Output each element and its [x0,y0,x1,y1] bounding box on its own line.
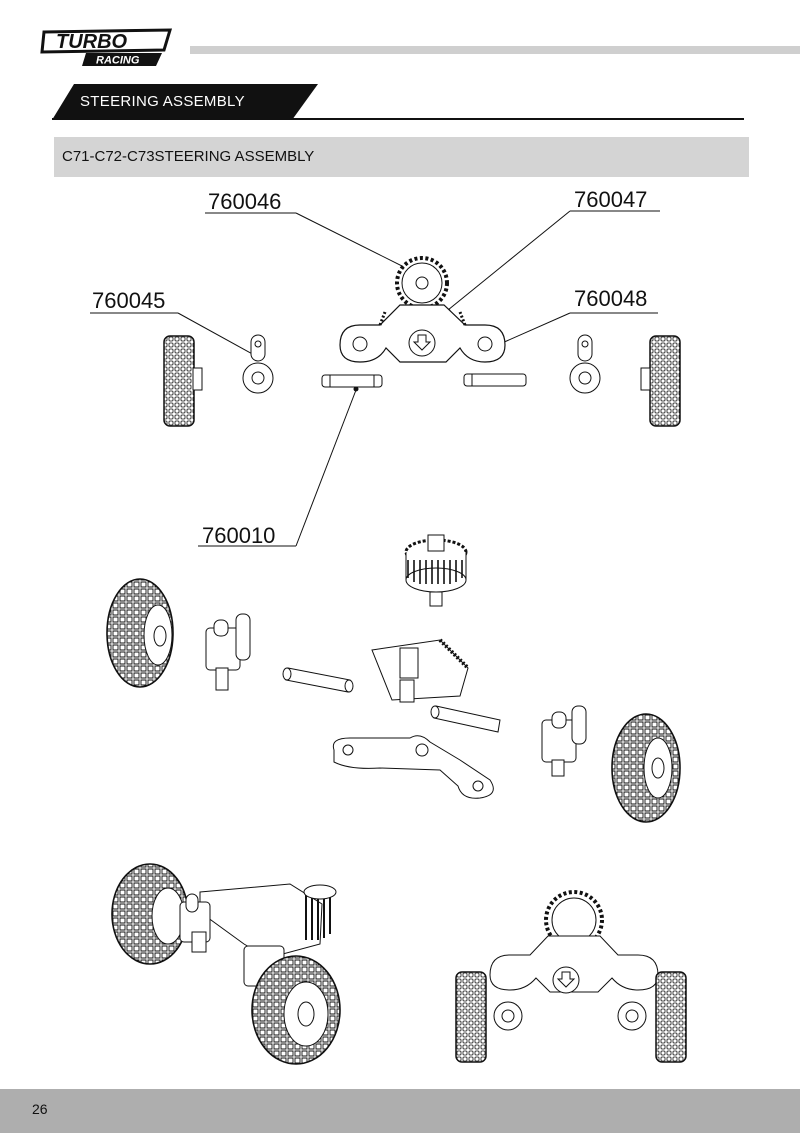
iso-wheel-right [611,713,681,823]
iso-pin-right [430,705,501,733]
iso-pin-left [282,667,354,693]
part-label-760046: 760046 [205,189,414,274]
part-label-760048: 760048 [490,286,658,350]
page-number: 26 [32,1101,48,1117]
iso-sector-gear [371,638,470,703]
wheel-part-right [640,335,681,427]
section-underline [52,118,744,120]
svg-text:760047: 760047 [574,187,647,212]
turbo-racing-logo: TURBO RACING [36,26,176,70]
wheel-part-left [163,335,203,427]
svg-text:760046: 760046 [208,189,281,214]
spur-gear-part [395,256,449,310]
part-label-760047: 760047 [445,187,660,314]
section-title: STEERING ASSEMBLY [80,93,245,110]
logo-word-racing: RACING [96,55,140,67]
logo-word-turbo: TURBO [56,31,128,53]
pin-part-left [321,374,383,388]
part-label-760045: 760045 [90,288,260,360]
iso-knuckle-left [205,613,251,691]
knuckle-part-right [569,334,601,394]
steering-assembly-diagram: 760046 760047 760045 760048 760010 [90,187,687,1065]
header-rule [190,46,800,54]
subsection-title: C71-C72-C73STEERING ASSEMBLY [62,148,315,165]
knuckle-part-left [242,334,274,394]
section-tab: STEERING ASSEMBLY [52,84,322,120]
subsection-banner: C71-C72-C73STEERING ASSEMBLY [54,137,749,177]
assembled-top-view [455,890,687,1063]
steering-plate-part [339,304,506,363]
iso-wheel-left [106,578,174,688]
iso-plate [332,735,494,799]
iso-knuckle-right [541,705,587,777]
iso-gear-part [404,534,468,607]
svg-text:760045: 760045 [92,288,165,313]
part-label-760010: 760010 [198,386,359,548]
svg-text:760010: 760010 [202,523,275,548]
assembled-iso-view [111,863,341,1065]
svg-text:760048: 760048 [574,286,647,311]
pin-part-right [463,373,527,387]
page-footer: 26 [0,1089,800,1133]
